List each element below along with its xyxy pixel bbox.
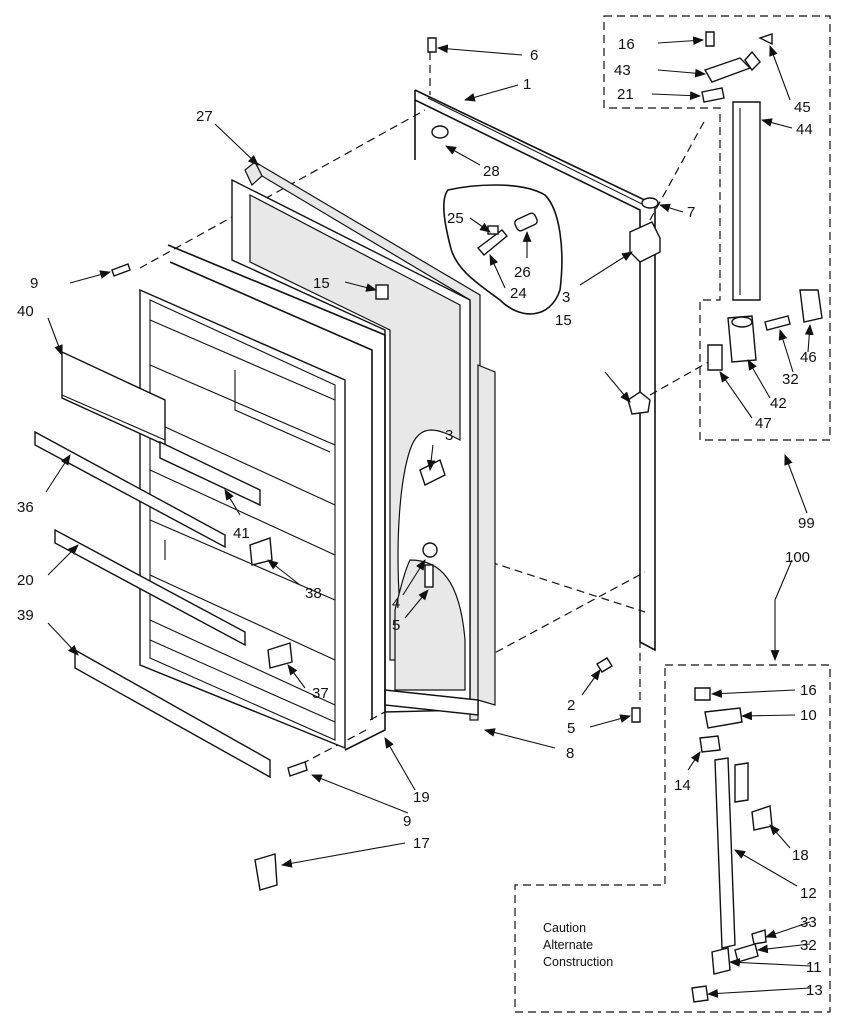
shelf-41: [159, 440, 261, 507]
label-18: 18: [792, 847, 809, 864]
label-10: 10: [800, 707, 817, 724]
label-47: 47: [755, 415, 772, 432]
label-3-liner: 3: [445, 427, 453, 444]
gasket-strip: [384, 364, 496, 716]
label-32-bottom: 32: [800, 937, 817, 954]
label-5-frame: 5: [567, 720, 575, 737]
caption-line-3: Construction: [543, 955, 613, 969]
label-8: 8: [566, 745, 574, 762]
label-39: 39: [17, 607, 34, 624]
label-7: 7: [687, 204, 695, 221]
shelf-rail-36: [34, 430, 226, 549]
label-38: 38: [305, 585, 322, 602]
label-44: 44: [796, 121, 813, 138]
label-32-top: 32: [782, 371, 799, 388]
label-2: 2: [567, 697, 575, 714]
bracket-17: [254, 853, 278, 891]
hinge-pin-detail: [476, 212, 538, 256]
label-25: 25: [447, 210, 464, 227]
label-40: 40: [17, 303, 34, 320]
label-12: 12: [800, 885, 817, 902]
label-46: 46: [800, 349, 817, 366]
label-26: 26: [514, 264, 531, 281]
label-16-top: 16: [618, 36, 635, 53]
bottom-bar-39: [74, 648, 271, 779]
label-43: 43: [614, 62, 631, 79]
label-27: 27: [196, 108, 213, 125]
label-4: 4: [392, 595, 400, 612]
part-labels: 6 1 27 28 7 25 26 24 3 15 15 9 40 3 36 4…: [17, 36, 823, 999]
leader-lines: [45, 36, 814, 998]
label-42: 42: [770, 395, 787, 412]
lower-hinge-kit: [691, 687, 773, 1003]
label-24: 24: [510, 285, 527, 302]
label-11: 11: [806, 959, 822, 976]
label-100: 100: [785, 549, 810, 566]
label-16-bottom: 16: [800, 682, 817, 699]
label-17: 17: [413, 835, 430, 852]
screws: [111, 37, 641, 777]
upper-hinge-kit: [701, 31, 823, 371]
label-28: 28: [483, 163, 500, 180]
label-99: 99: [798, 515, 815, 532]
label-15-liner: 15: [313, 275, 330, 292]
label-9-top: 9: [30, 275, 38, 292]
caption-line-1: Caution: [543, 921, 586, 935]
label-1: 1: [523, 76, 531, 93]
door-frame: [414, 89, 661, 652]
label-3-frame: 3: [562, 289, 570, 306]
label-9-bottom: 9: [403, 813, 411, 830]
cutaway-detail: [442, 184, 563, 315]
inner-liner: [231, 178, 471, 713]
label-14: 14: [674, 777, 691, 794]
label-41: 41: [233, 525, 250, 542]
label-5-liner: 5: [392, 617, 400, 634]
alternate-construction-caption: Caution Alternate Construction: [543, 921, 613, 969]
caption-line-2: Alternate: [543, 938, 593, 952]
inner-door-panel: [139, 244, 386, 751]
shelf-rail-20: [54, 528, 246, 647]
shelf-clips: [249, 537, 293, 669]
label-21: 21: [617, 86, 634, 103]
label-20: 20: [17, 572, 34, 589]
kit-99-boundary: [603, 15, 831, 441]
kit-100-boundary: [514, 664, 831, 1013]
label-33: 33: [800, 914, 817, 931]
label-45: 45: [794, 99, 811, 116]
label-13: 13: [806, 982, 823, 999]
label-37: 37: [312, 685, 329, 702]
label-15-frame: 15: [555, 312, 572, 329]
label-19: 19: [413, 789, 430, 806]
label-36: 36: [17, 499, 34, 516]
label-6: 6: [530, 47, 538, 64]
